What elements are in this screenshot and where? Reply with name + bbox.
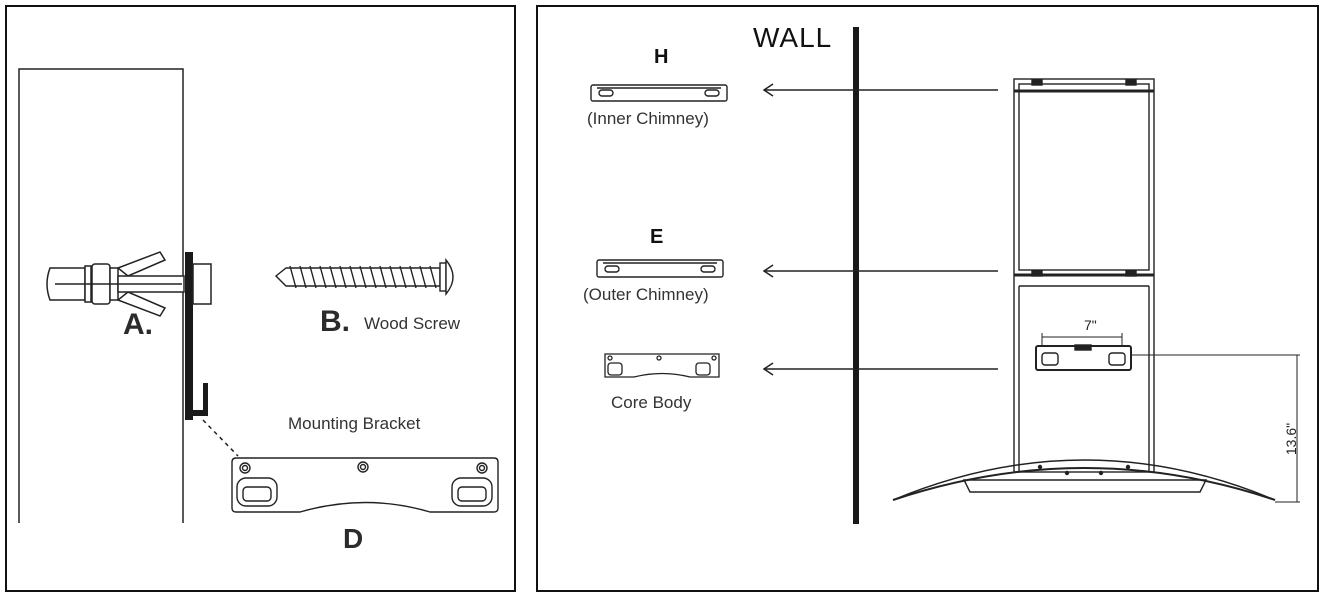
outer-chimney-bracket-icon (596, 259, 724, 278)
bracket-profile (185, 252, 208, 420)
screw-caption: Wood Screw (364, 314, 461, 333)
inner-chimney-letter: H (654, 46, 669, 68)
core-body-caption: Core Body (611, 393, 692, 412)
wood-screw-icon (274, 258, 454, 296)
wall-section (18, 68, 184, 523)
dimension-lines (1041, 333, 1300, 503)
outer-chimney-letter: E (650, 226, 664, 248)
screw-letter: B. (320, 305, 350, 338)
bracket-caption: Mounting Bracket (288, 414, 421, 433)
leader-line (202, 419, 239, 457)
height-dimension: 13.6" (1283, 422, 1300, 456)
width-dimension: 7" (1084, 317, 1097, 333)
wall-anchor-icon (46, 251, 212, 317)
outer-chimney-caption: (Outer Chimney) (583, 285, 709, 304)
core-body-bracket-icon (604, 353, 720, 378)
wall-label: WALL (753, 22, 833, 53)
mounting-bracket-icon (231, 457, 499, 513)
anchor-letter: A. (123, 308, 153, 341)
range-hood-icon (892, 78, 1276, 501)
arrows (762, 83, 998, 376)
inner-chimney-caption: (Inner Chimney) (587, 109, 709, 128)
wall-line (853, 27, 859, 524)
inner-chimney-bracket-icon (590, 84, 728, 102)
right-panel (536, 5, 1319, 592)
bracket-letter: D (343, 523, 364, 554)
